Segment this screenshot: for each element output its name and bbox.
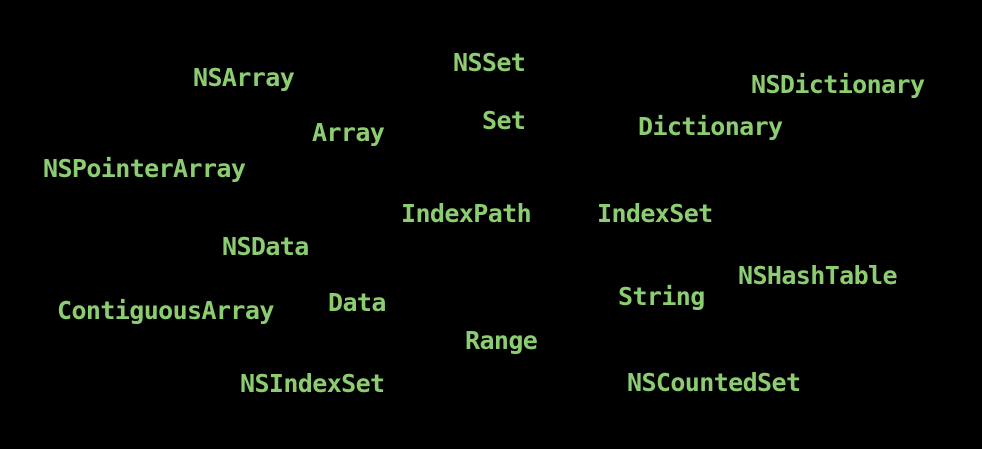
type-label-nsdata: NSData: [222, 232, 309, 261]
type-label-set: Set: [482, 106, 526, 135]
type-label-nscountedset: NSCountedSet: [627, 368, 801, 397]
type-label-array: Array: [312, 118, 385, 147]
type-label-dictionary: Dictionary: [638, 112, 783, 141]
type-label-nsset: NSSet: [453, 48, 526, 77]
type-label-indexpath: IndexPath: [401, 199, 532, 228]
type-label-nspointerarray: NSPointerArray: [43, 154, 246, 183]
type-label-nsindexset: NSIndexSet: [240, 369, 385, 398]
type-label-nsdictionary: NSDictionary: [751, 70, 925, 99]
type-label-string: String: [618, 282, 705, 311]
type-label-indexset: IndexSet: [597, 199, 713, 228]
type-label-nsarray: NSArray: [193, 63, 295, 92]
type-label-contiguousarray: ContiguousArray: [57, 296, 274, 325]
type-label-nshashtable: NSHashTable: [738, 261, 898, 290]
type-label-range: Range: [465, 326, 538, 355]
type-label-data: Data: [328, 288, 386, 317]
